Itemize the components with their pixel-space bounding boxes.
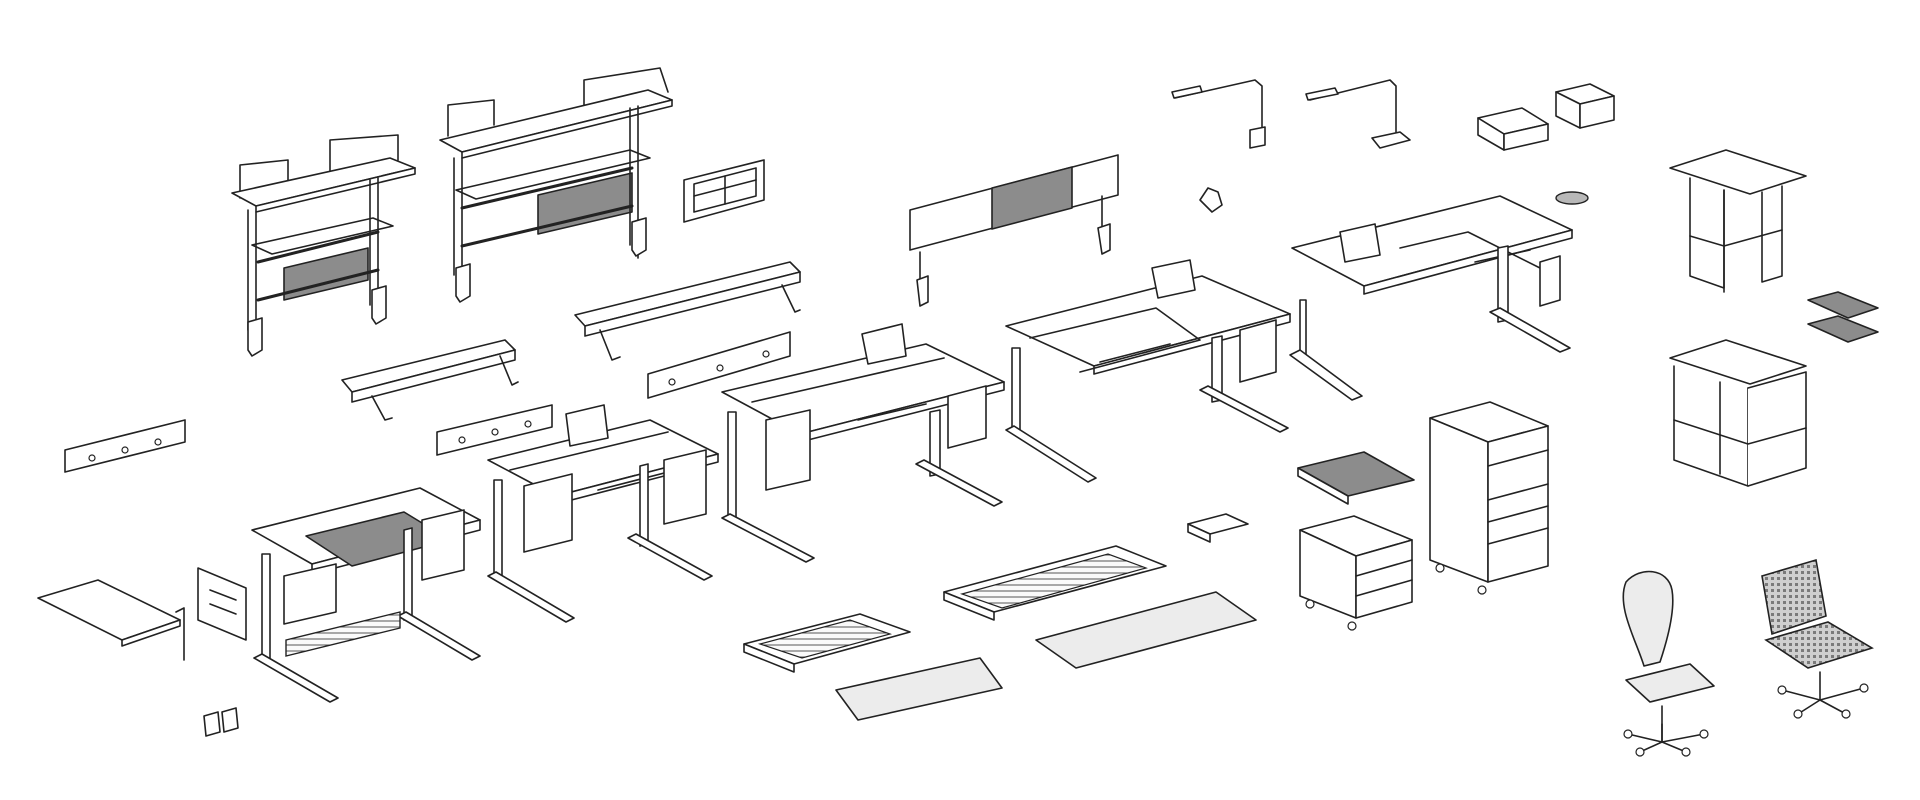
cross-shelf-top	[1669, 149, 1807, 293]
rolling-drawer-container	[1299, 515, 1413, 631]
desk-front-left	[251, 487, 481, 703]
shelf-unit-small	[231, 134, 416, 357]
storage-box-1	[1477, 107, 1549, 151]
desk-mat-1	[835, 657, 1003, 721]
desk-large-tilt	[1289, 195, 1573, 401]
mounting-rail-3	[647, 331, 791, 399]
cable-grommet	[1555, 191, 1589, 205]
desk-mat-2	[1035, 591, 1257, 669]
shelf-unit-large	[439, 67, 673, 303]
wall-shelf-right	[574, 261, 801, 361]
desk-lamp-2	[1305, 79, 1411, 149]
desk-medium-center	[721, 323, 1005, 563]
seat-cushion	[1297, 451, 1415, 505]
desk-back-panel	[909, 154, 1119, 307]
wall-shelf-left	[341, 339, 519, 421]
desk-lamp-1	[1171, 79, 1266, 149]
wall-panel-organizer	[683, 159, 765, 223]
storage-box-2	[1555, 83, 1615, 129]
cross-shelf-bottom	[1669, 339, 1807, 487]
mesh-chair	[1761, 558, 1874, 719]
cable-clip	[1199, 187, 1223, 213]
small-tray	[1187, 513, 1249, 543]
ergonomic-chair	[1622, 570, 1715, 757]
desk-medium-right	[1005, 259, 1291, 483]
drawer-tray-2	[943, 545, 1167, 621]
desk-small	[487, 404, 719, 623]
mounting-rail-1	[64, 419, 186, 473]
drawer-tray-1	[743, 613, 911, 673]
shelf-boards-stack	[1807, 291, 1879, 343]
desk-clamp	[203, 707, 239, 737]
desk-front-panel	[197, 567, 247, 641]
mounting-rail-2	[436, 404, 553, 456]
tall-rolling-cabinet	[1429, 401, 1549, 595]
desk-side-extension	[37, 579, 185, 661]
